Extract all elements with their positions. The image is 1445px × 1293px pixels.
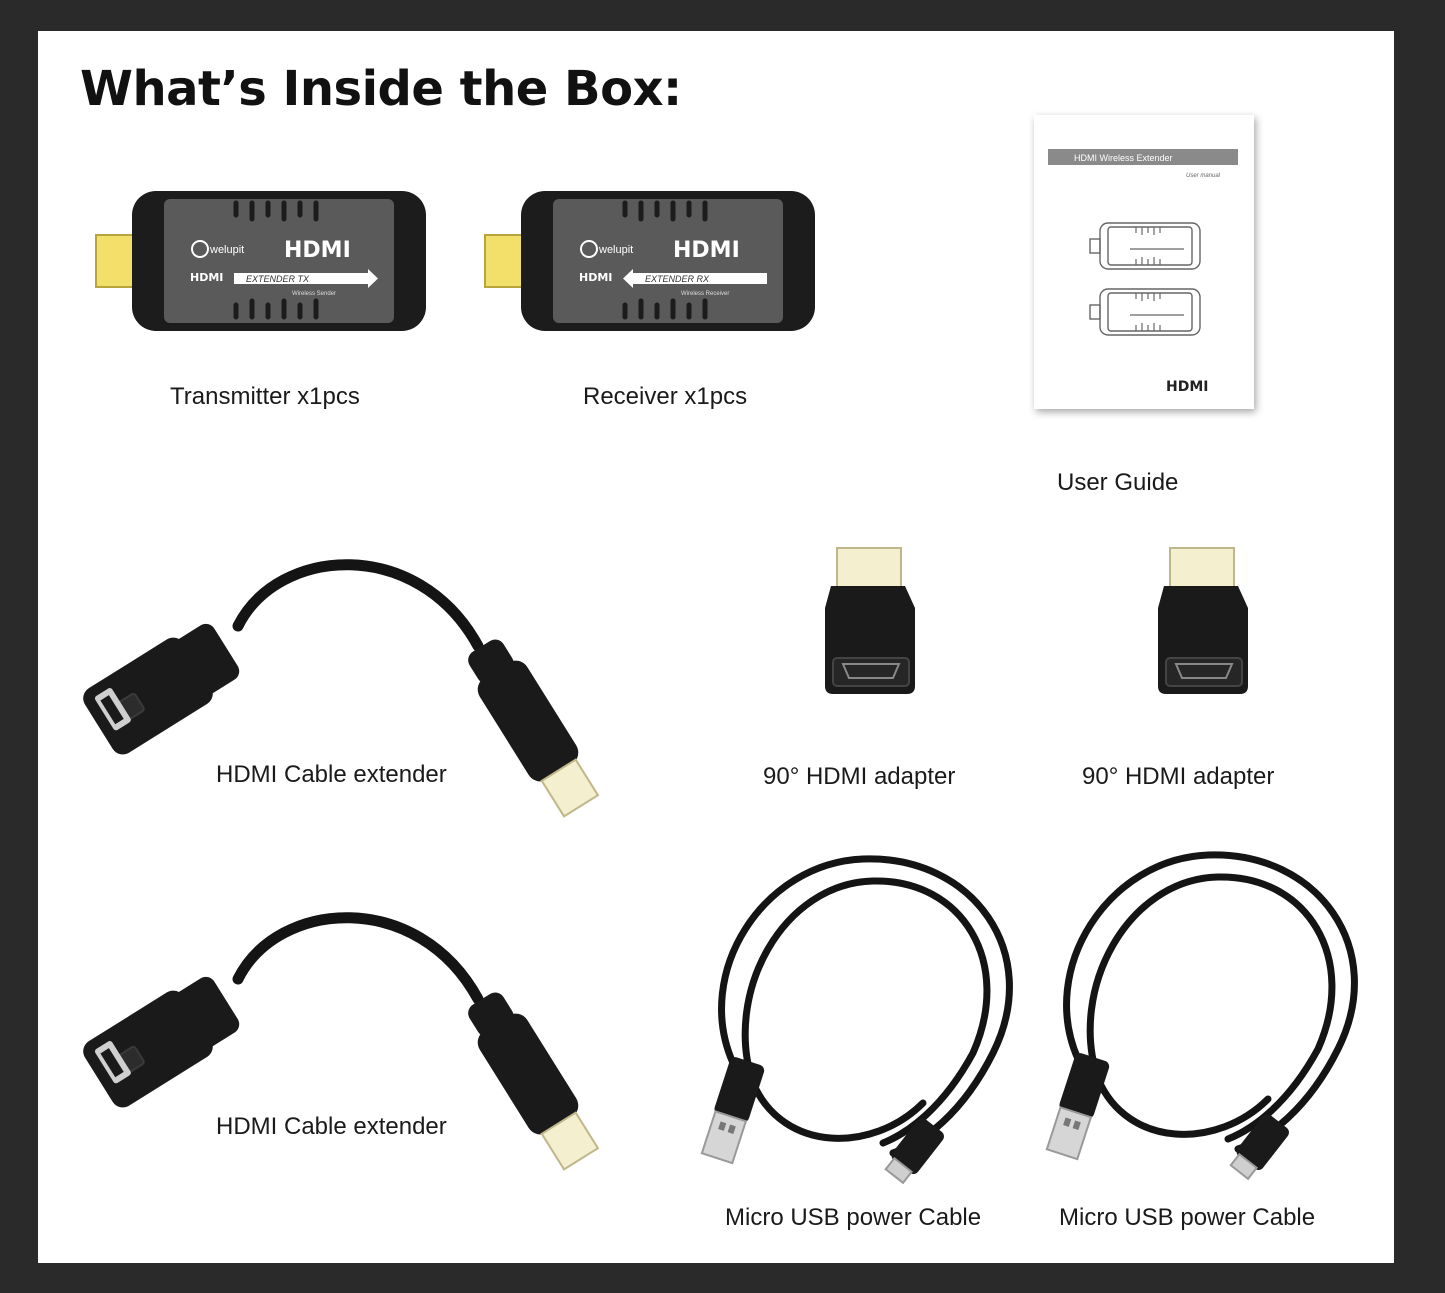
device-rx-label: EXTENDER RX [645,274,710,284]
caption-usb-cable-1: Micro USB power Cable [725,1204,982,1231]
user-manual-booklet-icon: HDMI Wireless Extender User manual HDMI [1034,115,1254,409]
caption-adapter-1: 90° HDMI adapter [763,763,956,790]
page-title: What’s Inside the Box: [80,61,682,117]
hdmi-receiver-dongle-icon: welupit HDMI HDMI EXTENDER RX Wireless R… [484,191,815,331]
caption-receiver: Receiver x1pcs [583,383,748,410]
caption-cable-extender-1: HDMI Cable extender [216,761,447,788]
content-panel: What’s Inside the Box: welupit HDMI HDMI… [38,31,1394,1263]
device-brand: welupit [598,244,633,256]
device-logo: HDMI [284,238,351,263]
micro-usb-cable-icon [1045,851,1358,1181]
manual-logo: HDMI [1166,379,1208,395]
device-port-label: HDMI [190,271,223,284]
caption-cable-extender-2: HDMI Cable extender [216,1113,447,1140]
device-tx-sub: Wireless Sender [292,291,336,297]
device-brand: welupit [209,244,244,256]
hdmi-extension-cable-icon [83,912,600,1171]
hdmi-transmitter-dongle-icon: welupit HDMI HDMI EXTENDER TX Wireless S… [95,191,426,331]
right-angle-hdmi-adapter-icon [825,547,915,694]
device-port-label: HDMI [579,271,612,284]
caption-user-guide: User Guide [1057,469,1179,496]
caption-usb-cable-2: Micro USB power Cable [1059,1204,1316,1231]
hdmi-extension-cable-icon [83,559,600,818]
right-angle-hdmi-adapter-icon [1158,547,1248,694]
caption-adapter-2: 90° HDMI adapter [1082,763,1275,790]
micro-usb-cable-icon [700,855,1013,1185]
manual-subheader: User manual [1186,173,1221,179]
device-rx-sub: Wireless Receiver [681,291,729,297]
device-tx-label: EXTENDER TX [246,274,310,284]
device-logo: HDMI [673,238,740,263]
manual-header: HDMI Wireless Extender [1074,153,1173,163]
caption-transmitter: Transmitter x1pcs [170,383,360,410]
